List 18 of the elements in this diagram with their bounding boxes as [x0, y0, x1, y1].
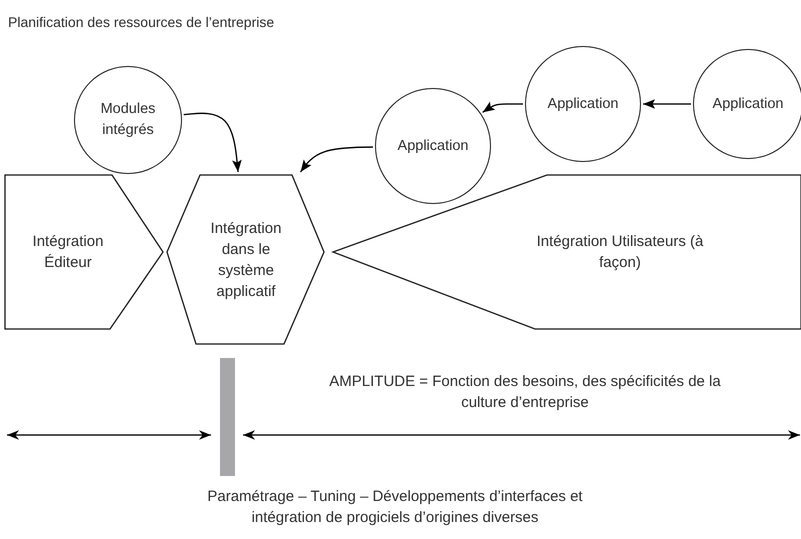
divider-bar — [220, 358, 235, 476]
arrow-shape-node — [333, 175, 801, 329]
node-label: Intégration Éditeur — [32, 232, 104, 273]
annotation-text: AMPLITUDE = Fonction des besoins, des spécificités de la culture d’entreprise — [328, 372, 722, 413]
annotation-text: Paramétrage – Tuning – Développements d’interfaces et intégration de progiciels d’origines diverses — [206, 487, 584, 528]
node-label: Modules intégrés — [100, 100, 156, 140]
arrow — [184, 112, 242, 172]
node-label: Application — [546, 94, 620, 114]
node-label: Application — [396, 136, 470, 156]
arrow — [482, 102, 523, 113]
hexagon-node — [167, 175, 325, 344]
arrow — [643, 99, 691, 109]
node-label: Intégration Utilisateurs (à façon) — [536, 232, 704, 273]
node-label: Intégration dans le système applicatif — [210, 218, 282, 302]
arrow — [300, 146, 374, 172]
title: Planification des ressources de l’entreprise — [8, 13, 274, 32]
arrow-shape-node — [5, 175, 165, 329]
node-label: Application — [712, 94, 784, 114]
